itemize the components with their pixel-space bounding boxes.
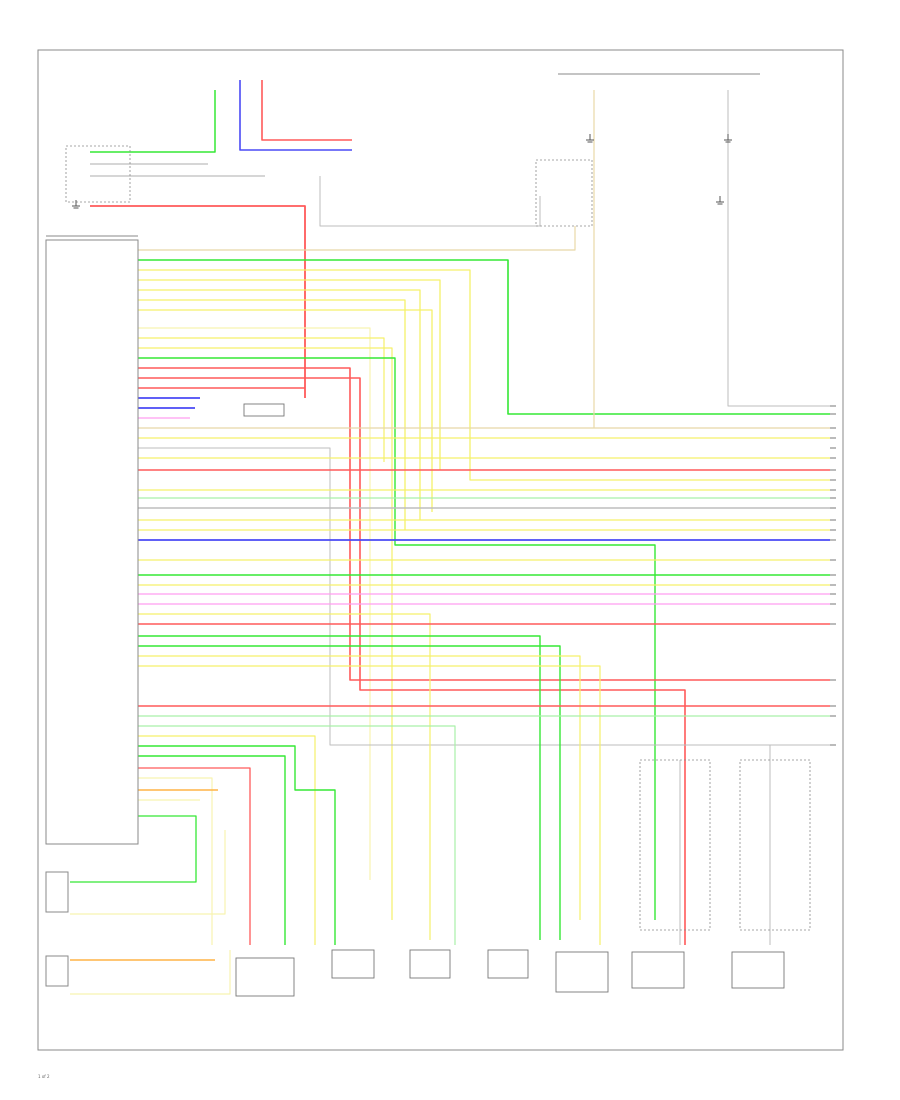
wire-yellow-16 bbox=[138, 655, 581, 920]
module-box bbox=[45, 239, 139, 845]
wire-yellow-3 bbox=[138, 289, 421, 520]
wire-blue-top bbox=[239, 80, 352, 151]
door-module-box-1 bbox=[639, 759, 711, 931]
wire-red-2 bbox=[138, 377, 686, 945]
wire-green-4 bbox=[138, 635, 541, 940]
splice-connector bbox=[243, 403, 285, 417]
ground-icon bbox=[586, 134, 594, 143]
wire-green-8 bbox=[70, 815, 197, 883]
wire-red-7 bbox=[138, 767, 251, 945]
wire-lgreen-3 bbox=[138, 725, 456, 945]
wire-green-7 bbox=[138, 755, 286, 945]
sensor-connector-4 bbox=[487, 949, 529, 979]
wire-yellow-5 bbox=[138, 309, 433, 512]
wire-red-top bbox=[261, 80, 352, 141]
wire-tan-1 bbox=[138, 226, 576, 251]
page-label: 1 of 2 bbox=[38, 1074, 50, 1079]
wire-gray-1 bbox=[138, 447, 830, 746]
wire-red-feed bbox=[90, 205, 306, 398]
wire-green-6 bbox=[138, 745, 336, 945]
wires-group bbox=[70, 80, 830, 995]
top-left-splice-box bbox=[65, 145, 131, 203]
wire-yellow-15 bbox=[138, 613, 431, 940]
wire-green-top bbox=[90, 90, 216, 153]
wire-yellow-6 bbox=[138, 337, 385, 462]
sensor-connector-1 bbox=[235, 957, 295, 997]
left-sensor-box bbox=[45, 955, 69, 987]
wire-lyellow-5 bbox=[70, 950, 231, 995]
sensor-connector-7 bbox=[731, 951, 785, 989]
wire-yellow-17 bbox=[138, 665, 601, 945]
left-buckle-box bbox=[45, 871, 69, 913]
dash-fuse-box bbox=[535, 159, 593, 227]
wire-lyellow-1 bbox=[138, 327, 371, 880]
sensor-connector-2 bbox=[331, 949, 375, 979]
sensors-group bbox=[235, 403, 811, 997]
door-module-box-2 bbox=[739, 759, 811, 931]
ground-icon bbox=[716, 196, 724, 205]
wire-green-2 bbox=[138, 357, 656, 920]
wire-gray-junction bbox=[319, 176, 541, 227]
sensor-connector-5 bbox=[555, 951, 609, 993]
wire-gray-right bbox=[727, 90, 830, 407]
ground-icon bbox=[72, 200, 80, 209]
diagram-frame bbox=[37, 49, 844, 1051]
wire-lyellow-2 bbox=[138, 777, 213, 945]
wire-red-1 bbox=[138, 367, 830, 681]
ground-icon bbox=[724, 134, 732, 143]
sensor-connector-6 bbox=[631, 951, 685, 989]
sensor-connector-3 bbox=[409, 949, 451, 979]
wire-yellow-1 bbox=[138, 269, 830, 481]
stubs-group bbox=[830, 405, 836, 746]
wire-yellow-2 bbox=[138, 279, 441, 470]
grounds-group bbox=[72, 134, 732, 209]
wire-yellow-4 bbox=[138, 299, 406, 530]
wire-green-5 bbox=[138, 645, 561, 940]
wire-yellow-7 bbox=[138, 347, 393, 920]
wire-green-main bbox=[138, 259, 830, 415]
wire-lyellow-4 bbox=[70, 830, 226, 915]
wire-yellow-18 bbox=[138, 735, 316, 945]
